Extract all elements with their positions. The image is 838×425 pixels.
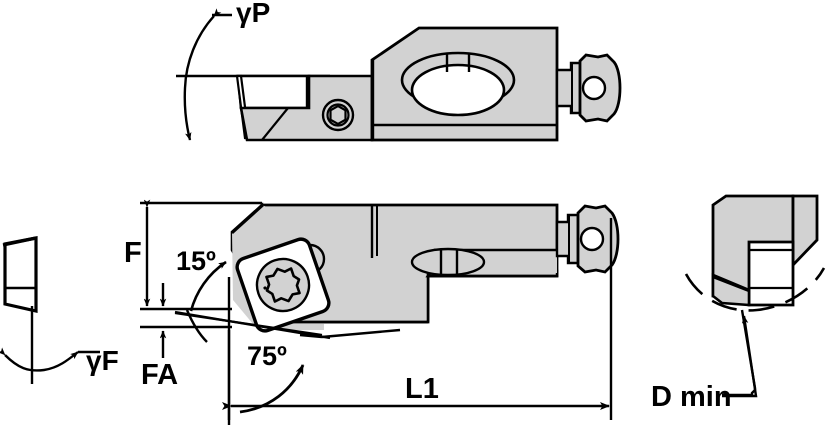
side-view-coolant-stem — [555, 213, 580, 265]
dimension-L1-label: L1 — [405, 373, 439, 405]
gamma-f-arc — [0, 347, 79, 372]
lead-angle-label: 15º — [176, 246, 216, 276]
insert-end-view — [0, 236, 100, 384]
insert-end-outline — [3, 236, 38, 314]
dimension-F-label: F — [124, 237, 142, 269]
insert — [235, 237, 331, 333]
front-view — [684, 194, 826, 398]
lead-angle-arc — [189, 260, 227, 312]
top-view-screw-hex-socket — [329, 104, 347, 126]
top-view-clamp-bore-inner — [410, 63, 506, 117]
approach-angle-base-line — [299, 333, 323, 339]
d-min-bore-arc — [684, 267, 826, 312]
dimension-FA-label: FA — [141, 359, 178, 391]
approach-angle-label: 75º — [247, 341, 287, 371]
top-view-head-rib-1 — [261, 107, 289, 141]
gamma-f-label: γF — [86, 345, 119, 376]
d-min-leader-line — [722, 315, 758, 398]
rake-angle-small-arc — [185, 309, 208, 343]
insert-end-top-chamfer — [2, 236, 37, 247]
top-view-chip-face — [236, 74, 311, 110]
front-view-roof — [791, 194, 819, 269]
side-view — [140, 201, 620, 425]
insert-screw-dot — [263, 286, 267, 290]
side-view-coolant-slot — [410, 247, 486, 277]
front-view-skirt-line — [712, 275, 750, 293]
top-view-coolant-head-hole — [581, 75, 607, 101]
torx-screw-icon — [265, 267, 301, 303]
dimension-L1 — [222, 218, 613, 420]
gamma-p-arc — [183, 8, 222, 141]
cutting-edge-taper-line-2 — [174, 311, 323, 337]
approach-angle-arc — [239, 364, 305, 414]
approach-angle-base-line-2 — [321, 328, 401, 339]
gamma-p-label: γP — [236, 0, 270, 28]
top-view — [176, 8, 622, 142]
top-view-coolant-stem — [555, 61, 582, 115]
side-view-coolant-head-hole — [579, 226, 605, 252]
d-min-label: D min — [651, 381, 732, 413]
front-view-insert-slot — [747, 240, 795, 307]
side-view-head-outline — [231, 203, 264, 235]
